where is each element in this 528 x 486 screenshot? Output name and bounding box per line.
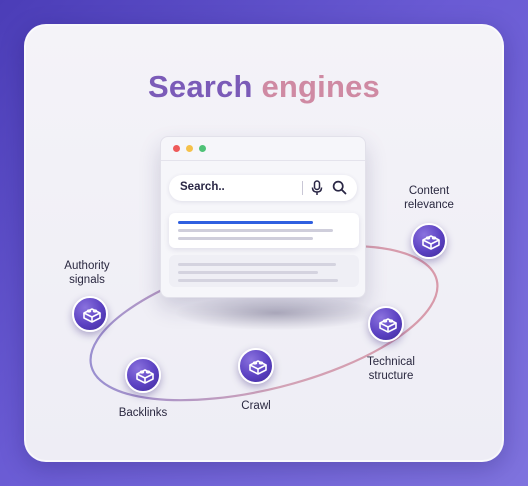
- diagram-title: Search engines: [26, 69, 502, 105]
- label-line: Content: [408, 185, 450, 197]
- search-input[interactable]: Search..: [169, 175, 357, 201]
- label-line: structure: [368, 370, 414, 382]
- label-line: Backlinks: [118, 407, 168, 419]
- result-text-line: [178, 263, 336, 266]
- label-authority-signals: Authority signals: [52, 259, 122, 287]
- cube-icon: [422, 235, 440, 250]
- browser-window: Search..: [160, 136, 366, 298]
- result-text-line: [178, 237, 313, 240]
- label-line: Authority: [64, 260, 110, 272]
- node-technical-structure[interactable]: [368, 306, 404, 342]
- label-line: relevance: [404, 199, 454, 211]
- label-technical-structure: Technical structure: [356, 355, 426, 383]
- result-text-line: [178, 271, 318, 274]
- maximize-dot-icon[interactable]: [199, 145, 206, 152]
- search-icon[interactable]: [332, 180, 347, 195]
- cube-icon: [249, 360, 267, 375]
- search-placeholder: Search..: [180, 181, 225, 193]
- result-text-line: [178, 229, 333, 232]
- label-content-relevance: Content relevance: [394, 184, 464, 212]
- cube-icon: [136, 369, 154, 384]
- close-dot-icon[interactable]: [173, 145, 180, 152]
- browser-shadow: [176, 296, 376, 330]
- result-text-line: [178, 279, 338, 282]
- node-backlinks[interactable]: [125, 357, 161, 393]
- node-crawl[interactable]: [238, 348, 274, 384]
- cube-icon: [83, 308, 101, 323]
- minimize-dot-icon[interactable]: [186, 145, 193, 152]
- label-crawl: Crawl: [226, 399, 286, 413]
- search-divider: [302, 181, 303, 195]
- node-content-relevance[interactable]: [411, 223, 447, 259]
- search-result[interactable]: [169, 255, 359, 287]
- microphone-icon[interactable]: [311, 180, 323, 196]
- browser-title-bar: [161, 137, 365, 161]
- label-line: Technical: [367, 356, 415, 368]
- node-authority-signals[interactable]: [72, 296, 108, 332]
- diagram-card: Search engines Search..: [24, 24, 504, 462]
- result-title-line: [178, 221, 313, 224]
- search-result-highlighted[interactable]: [169, 213, 359, 248]
- title-word-search: Search: [148, 69, 253, 104]
- label-backlinks: Backlinks: [108, 406, 178, 420]
- cube-icon: [379, 318, 397, 333]
- label-line: Crawl: [241, 400, 271, 412]
- label-line: signals: [69, 274, 105, 286]
- title-word-engines: engines: [261, 69, 380, 104]
